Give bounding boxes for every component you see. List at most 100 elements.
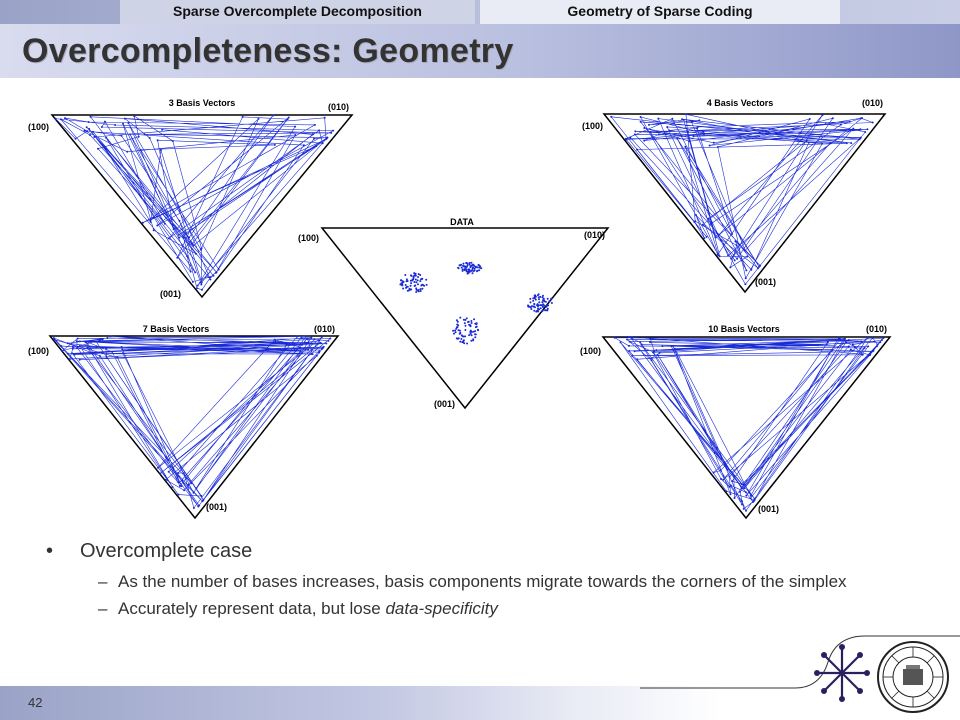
corner-label-010: (010) bbox=[584, 230, 605, 240]
data-point bbox=[425, 278, 428, 281]
basis-point bbox=[851, 343, 854, 346]
basis-point bbox=[126, 150, 129, 153]
basis-point bbox=[719, 469, 722, 472]
basis-point bbox=[323, 116, 326, 119]
basis-point bbox=[712, 471, 715, 474]
basis-point bbox=[629, 136, 632, 139]
basis-point bbox=[306, 337, 309, 340]
basis-point bbox=[714, 236, 717, 239]
basis-point bbox=[657, 117, 660, 120]
basis-point bbox=[171, 486, 174, 488]
basis-point bbox=[729, 493, 732, 496]
data-point bbox=[476, 269, 479, 272]
basis-point bbox=[76, 337, 79, 340]
basis-point bbox=[698, 119, 701, 122]
basis-point bbox=[850, 142, 853, 145]
basis-lines bbox=[52, 335, 332, 509]
data-point bbox=[534, 298, 537, 301]
basis-point bbox=[859, 136, 862, 139]
data-point bbox=[459, 331, 462, 334]
basis-point bbox=[757, 267, 760, 270]
basis-point bbox=[171, 140, 174, 142]
basis-point bbox=[650, 359, 653, 362]
basis-point bbox=[749, 497, 752, 500]
panel-title: 10 Basis Vectors bbox=[708, 324, 780, 334]
bullet-text: Overcomplete case bbox=[80, 540, 253, 562]
data-point bbox=[409, 279, 412, 282]
data-point bbox=[478, 266, 481, 269]
data-point bbox=[476, 328, 479, 331]
basis-point bbox=[627, 336, 630, 338]
data-point bbox=[529, 301, 532, 304]
panel-title: 3 Basis Vectors bbox=[169, 98, 236, 108]
basis-point bbox=[872, 349, 875, 352]
basis-point bbox=[156, 224, 159, 227]
section-tab-sparse-decomposition[interactable]: Sparse Overcomplete Decomposition bbox=[120, 0, 475, 24]
basis-point bbox=[744, 491, 747, 494]
basis-point bbox=[825, 343, 828, 346]
basis-point bbox=[159, 149, 162, 152]
data-point bbox=[456, 326, 459, 328]
data-point bbox=[473, 318, 476, 321]
data-point bbox=[409, 288, 412, 291]
basis-point bbox=[845, 142, 848, 145]
data-point bbox=[458, 329, 461, 332]
data-point bbox=[533, 302, 536, 305]
corner-label-100: (100) bbox=[28, 122, 49, 132]
basis-point bbox=[636, 148, 639, 151]
section-tab-geometry[interactable]: Geometry of Sparse Coding bbox=[480, 0, 840, 24]
figure-area: 3 Basis Vectors (100) (010) (001) 4 Basi… bbox=[28, 98, 892, 520]
basis-point bbox=[67, 352, 69, 355]
basis-point bbox=[729, 266, 732, 269]
basis-point bbox=[209, 276, 212, 279]
basis-point bbox=[702, 132, 705, 135]
basis-point bbox=[202, 498, 205, 501]
basis-point bbox=[272, 114, 274, 117]
basis-point bbox=[200, 495, 203, 497]
basis-point bbox=[139, 148, 142, 151]
data-point bbox=[533, 309, 536, 312]
basis-point bbox=[808, 118, 811, 120]
basis-point bbox=[201, 288, 203, 291]
data-point bbox=[469, 324, 472, 327]
basis-point bbox=[742, 483, 745, 486]
basis-point bbox=[744, 249, 747, 252]
data-point bbox=[467, 268, 470, 271]
basis-point bbox=[610, 115, 613, 118]
data-point bbox=[471, 272, 474, 275]
data-point bbox=[461, 268, 464, 271]
basis-point bbox=[330, 131, 333, 134]
data-point bbox=[467, 270, 470, 273]
basis-point bbox=[640, 343, 643, 346]
basis-point bbox=[849, 348, 852, 351]
basis-point bbox=[109, 335, 112, 338]
basis-point bbox=[690, 121, 693, 124]
data-point bbox=[533, 297, 536, 300]
basis-point bbox=[319, 341, 322, 344]
basis-point bbox=[831, 348, 834, 351]
basis-point bbox=[78, 340, 81, 343]
basis-point bbox=[133, 115, 136, 117]
basis-point bbox=[299, 350, 302, 353]
sub-bullet-item: – Accurately represent data, but lose da… bbox=[60, 598, 920, 619]
basis-point bbox=[633, 133, 636, 136]
basis-point bbox=[821, 114, 824, 117]
basis-point bbox=[116, 356, 119, 359]
basis-point bbox=[141, 221, 144, 224]
basis-point bbox=[191, 280, 194, 283]
basis-point bbox=[712, 141, 715, 144]
basis-point bbox=[741, 483, 743, 486]
basis-point bbox=[720, 478, 722, 480]
data-point bbox=[470, 322, 473, 324]
data-point bbox=[460, 338, 463, 340]
basis-point bbox=[879, 341, 882, 344]
data-point bbox=[546, 307, 549, 310]
basis-point bbox=[75, 340, 78, 343]
data-scatter bbox=[399, 261, 553, 345]
data-point bbox=[527, 305, 530, 308]
data-point bbox=[473, 265, 476, 267]
basis-point bbox=[156, 139, 159, 142]
data-point bbox=[462, 318, 465, 321]
data-point bbox=[541, 305, 544, 308]
basis-point bbox=[847, 339, 850, 341]
